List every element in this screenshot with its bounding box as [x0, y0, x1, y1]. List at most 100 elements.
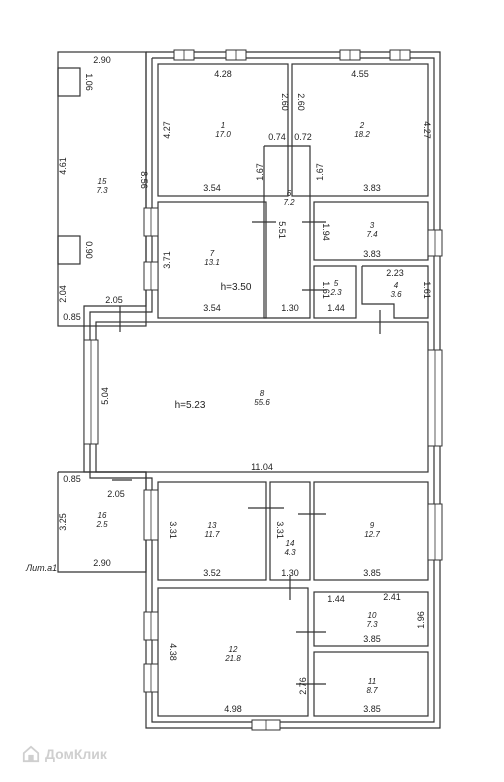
- dim-label: 2.05: [105, 295, 123, 305]
- dim-label: 1.61: [422, 281, 432, 299]
- room-10-number: 10: [368, 611, 377, 620]
- dim-label: 1.30: [281, 303, 299, 313]
- ceiling-height: h=5.23: [175, 400, 206, 411]
- dim-label: 0.74: [268, 132, 286, 142]
- dim-label: 3.54: [203, 303, 221, 313]
- room-15-number: 15: [98, 177, 107, 186]
- room-2-outline: [291, 63, 429, 197]
- room-16-area: 2.5: [95, 520, 108, 529]
- room-2-area: 18.2: [354, 130, 370, 139]
- dim-label: 1.67: [315, 163, 325, 181]
- dim-label: 4.27: [162, 121, 172, 139]
- dim-label: 2.04: [58, 285, 68, 303]
- dim-label: 1.94: [321, 223, 331, 241]
- dim-label: 11.04: [251, 462, 273, 472]
- dim-label: 1.96: [416, 611, 426, 629]
- dim-label: 2.60: [280, 93, 290, 111]
- dim-label: 1.61: [321, 281, 331, 299]
- dim-label: 0.85: [63, 474, 81, 484]
- dim-label: 4.28: [214, 69, 232, 79]
- room-5-area: 2.3: [329, 288, 342, 297]
- room-4-number: 4: [394, 281, 399, 290]
- room-4-outline: [361, 265, 429, 319]
- room-6-area: 7.2: [283, 198, 295, 207]
- dim-label: 3.85: [363, 568, 381, 578]
- room-1-area: 17.0: [215, 130, 231, 139]
- dim-label: 1.44: [327, 303, 345, 313]
- dim-label: 4.38: [168, 643, 178, 661]
- dim-label: 4.98: [224, 704, 242, 714]
- niche-top: [57, 67, 81, 97]
- dim-label: 3.85: [363, 634, 381, 644]
- room-7-outline: [157, 201, 267, 319]
- dim-label: 5.04: [100, 387, 110, 405]
- dim-label: 2.41: [383, 592, 401, 602]
- room-6-outline: [263, 145, 311, 319]
- dim-label: 8.56: [139, 171, 149, 189]
- room-4-area: 3.6: [390, 290, 402, 299]
- dim-label: 0.90: [84, 241, 94, 259]
- room-12-outline: [157, 587, 309, 717]
- dim-label: 0.72: [294, 132, 312, 142]
- dim-label: 2.60: [296, 93, 306, 111]
- room-9-number: 9: [370, 521, 375, 530]
- dim-label: 4.27: [422, 121, 432, 139]
- room-16-number: 16: [98, 511, 107, 520]
- room-1-number: 1: [221, 121, 225, 130]
- dim-label: 3.83: [363, 249, 381, 259]
- niche-mid: [57, 235, 81, 265]
- dim-label: 5.51: [277, 221, 287, 239]
- dim-label: 3.31: [168, 521, 178, 539]
- room-3-area: 7.4: [366, 230, 378, 239]
- room-3-number: 3: [370, 221, 375, 230]
- dim-label: 3.52: [203, 568, 221, 578]
- dim-label: 0.85: [63, 312, 81, 322]
- dim-label: 3.85: [363, 704, 381, 714]
- room-8-number: 8: [260, 389, 265, 398]
- dim-label: 1.67: [255, 163, 265, 181]
- watermark-text: ДомКлик: [45, 746, 107, 762]
- room-10-outline: [313, 591, 429, 647]
- dim-label: 4.61: [58, 157, 68, 175]
- dim-label: 3.31: [275, 521, 285, 539]
- lit-annotation: Лит.а1: [25, 563, 57, 573]
- room-11-number: 11: [368, 677, 376, 686]
- dim-label: 3.25: [58, 513, 68, 531]
- dim-label: 3.54: [203, 183, 221, 193]
- room-5-outline: [313, 265, 357, 319]
- dim-label: 1.06: [84, 73, 94, 91]
- ceiling-height: h=3.50: [221, 282, 252, 293]
- room-13-number: 13: [208, 521, 217, 530]
- dim-label: 2.90: [93, 55, 111, 65]
- dim-label: 2.76: [298, 677, 308, 695]
- room-11-area: 8.7: [366, 686, 378, 695]
- room-12-area: 21.8: [224, 654, 241, 663]
- room-2-number: 2: [359, 121, 365, 130]
- dim-label: 1.30: [281, 568, 299, 578]
- room-7-number: 7: [210, 249, 215, 258]
- room-15-area: 7.3: [96, 186, 108, 195]
- dim-label: 2.05: [107, 489, 125, 499]
- room-1-outline: [157, 63, 289, 197]
- room-12-number: 12: [229, 645, 238, 654]
- room-5-number: 5: [334, 279, 339, 288]
- dim-label: 1.44: [327, 594, 345, 604]
- dim-label: 2.90: [93, 558, 111, 568]
- dim-label: 2.23: [386, 268, 404, 278]
- room-10-area: 7.3: [366, 620, 378, 629]
- house-logo-icon: [22, 745, 40, 763]
- room-7-area: 13.1: [204, 258, 220, 267]
- annex-15-outline: [57, 51, 147, 327]
- room-13-area: 11.7: [205, 530, 221, 539]
- room-9-area: 12.7: [364, 530, 380, 539]
- room-14-number: 14: [286, 539, 295, 548]
- outer-wall-inner: [89, 57, 435, 723]
- dim-label: 4.55: [351, 69, 369, 79]
- domclick-watermark: ДомКлик: [22, 742, 142, 766]
- room-8-area: 55.6: [254, 398, 270, 407]
- dim-label: 3.83: [363, 183, 381, 193]
- room-6-number: 6: [287, 189, 292, 198]
- dim-label: 3.71: [162, 251, 172, 269]
- room-14-area: 4.3: [284, 548, 296, 557]
